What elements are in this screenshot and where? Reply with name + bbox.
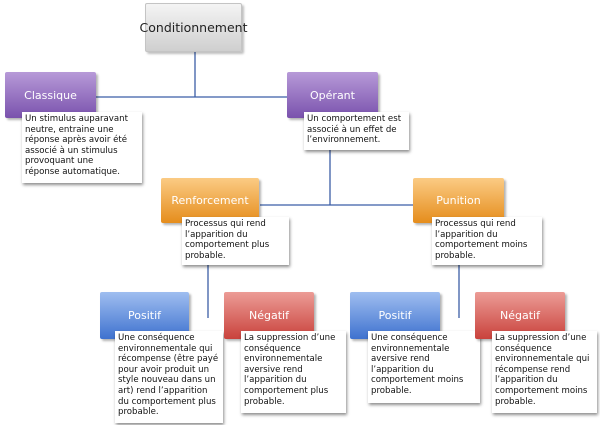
node-renforcement: Renforcement xyxy=(161,178,259,223)
node-punition-negatif-label: Négatif xyxy=(500,309,540,322)
node-renforcement-negatif-description: La suppression d’une conséquence environ… xyxy=(241,331,346,413)
node-renforcement-positif-description: Une conséquence environnementale qui réc… xyxy=(115,331,223,423)
node-punition-positif-label: Positif xyxy=(378,309,412,322)
node-classique: Classique xyxy=(5,72,96,118)
node-operant-label: Opérant xyxy=(310,88,355,102)
node-renforcement-negatif-label: Négatif xyxy=(249,309,289,322)
node-renforcement-label: Renforcement xyxy=(171,194,249,207)
node-punition: Punition xyxy=(413,178,504,223)
node-classique-description: Un stimulus auparavant neutre, entraine … xyxy=(22,112,142,183)
node-punition-negatif-description: La suppression d’une conséquence environ… xyxy=(492,331,597,413)
node-operant-description: Un comportement est associé à un effet d… xyxy=(304,112,409,150)
node-renforcement-description: Processus qui rend l’apparition du compo… xyxy=(182,217,289,265)
node-conditionnement-label: Conditionnement xyxy=(139,20,248,35)
node-operant: Opérant xyxy=(287,72,378,118)
node-punition-label: Punition xyxy=(436,194,481,207)
node-classique-label: Classique xyxy=(24,88,77,102)
node-punition-description: Processus qui rend l’apparition du compo… xyxy=(432,217,542,265)
node-renforcement-positif-label: Positif xyxy=(128,309,161,322)
node-conditionnement: Conditionnement xyxy=(140,3,247,52)
node-punition-positif-description: Une conséquence environnementale aversiv… xyxy=(368,331,480,403)
